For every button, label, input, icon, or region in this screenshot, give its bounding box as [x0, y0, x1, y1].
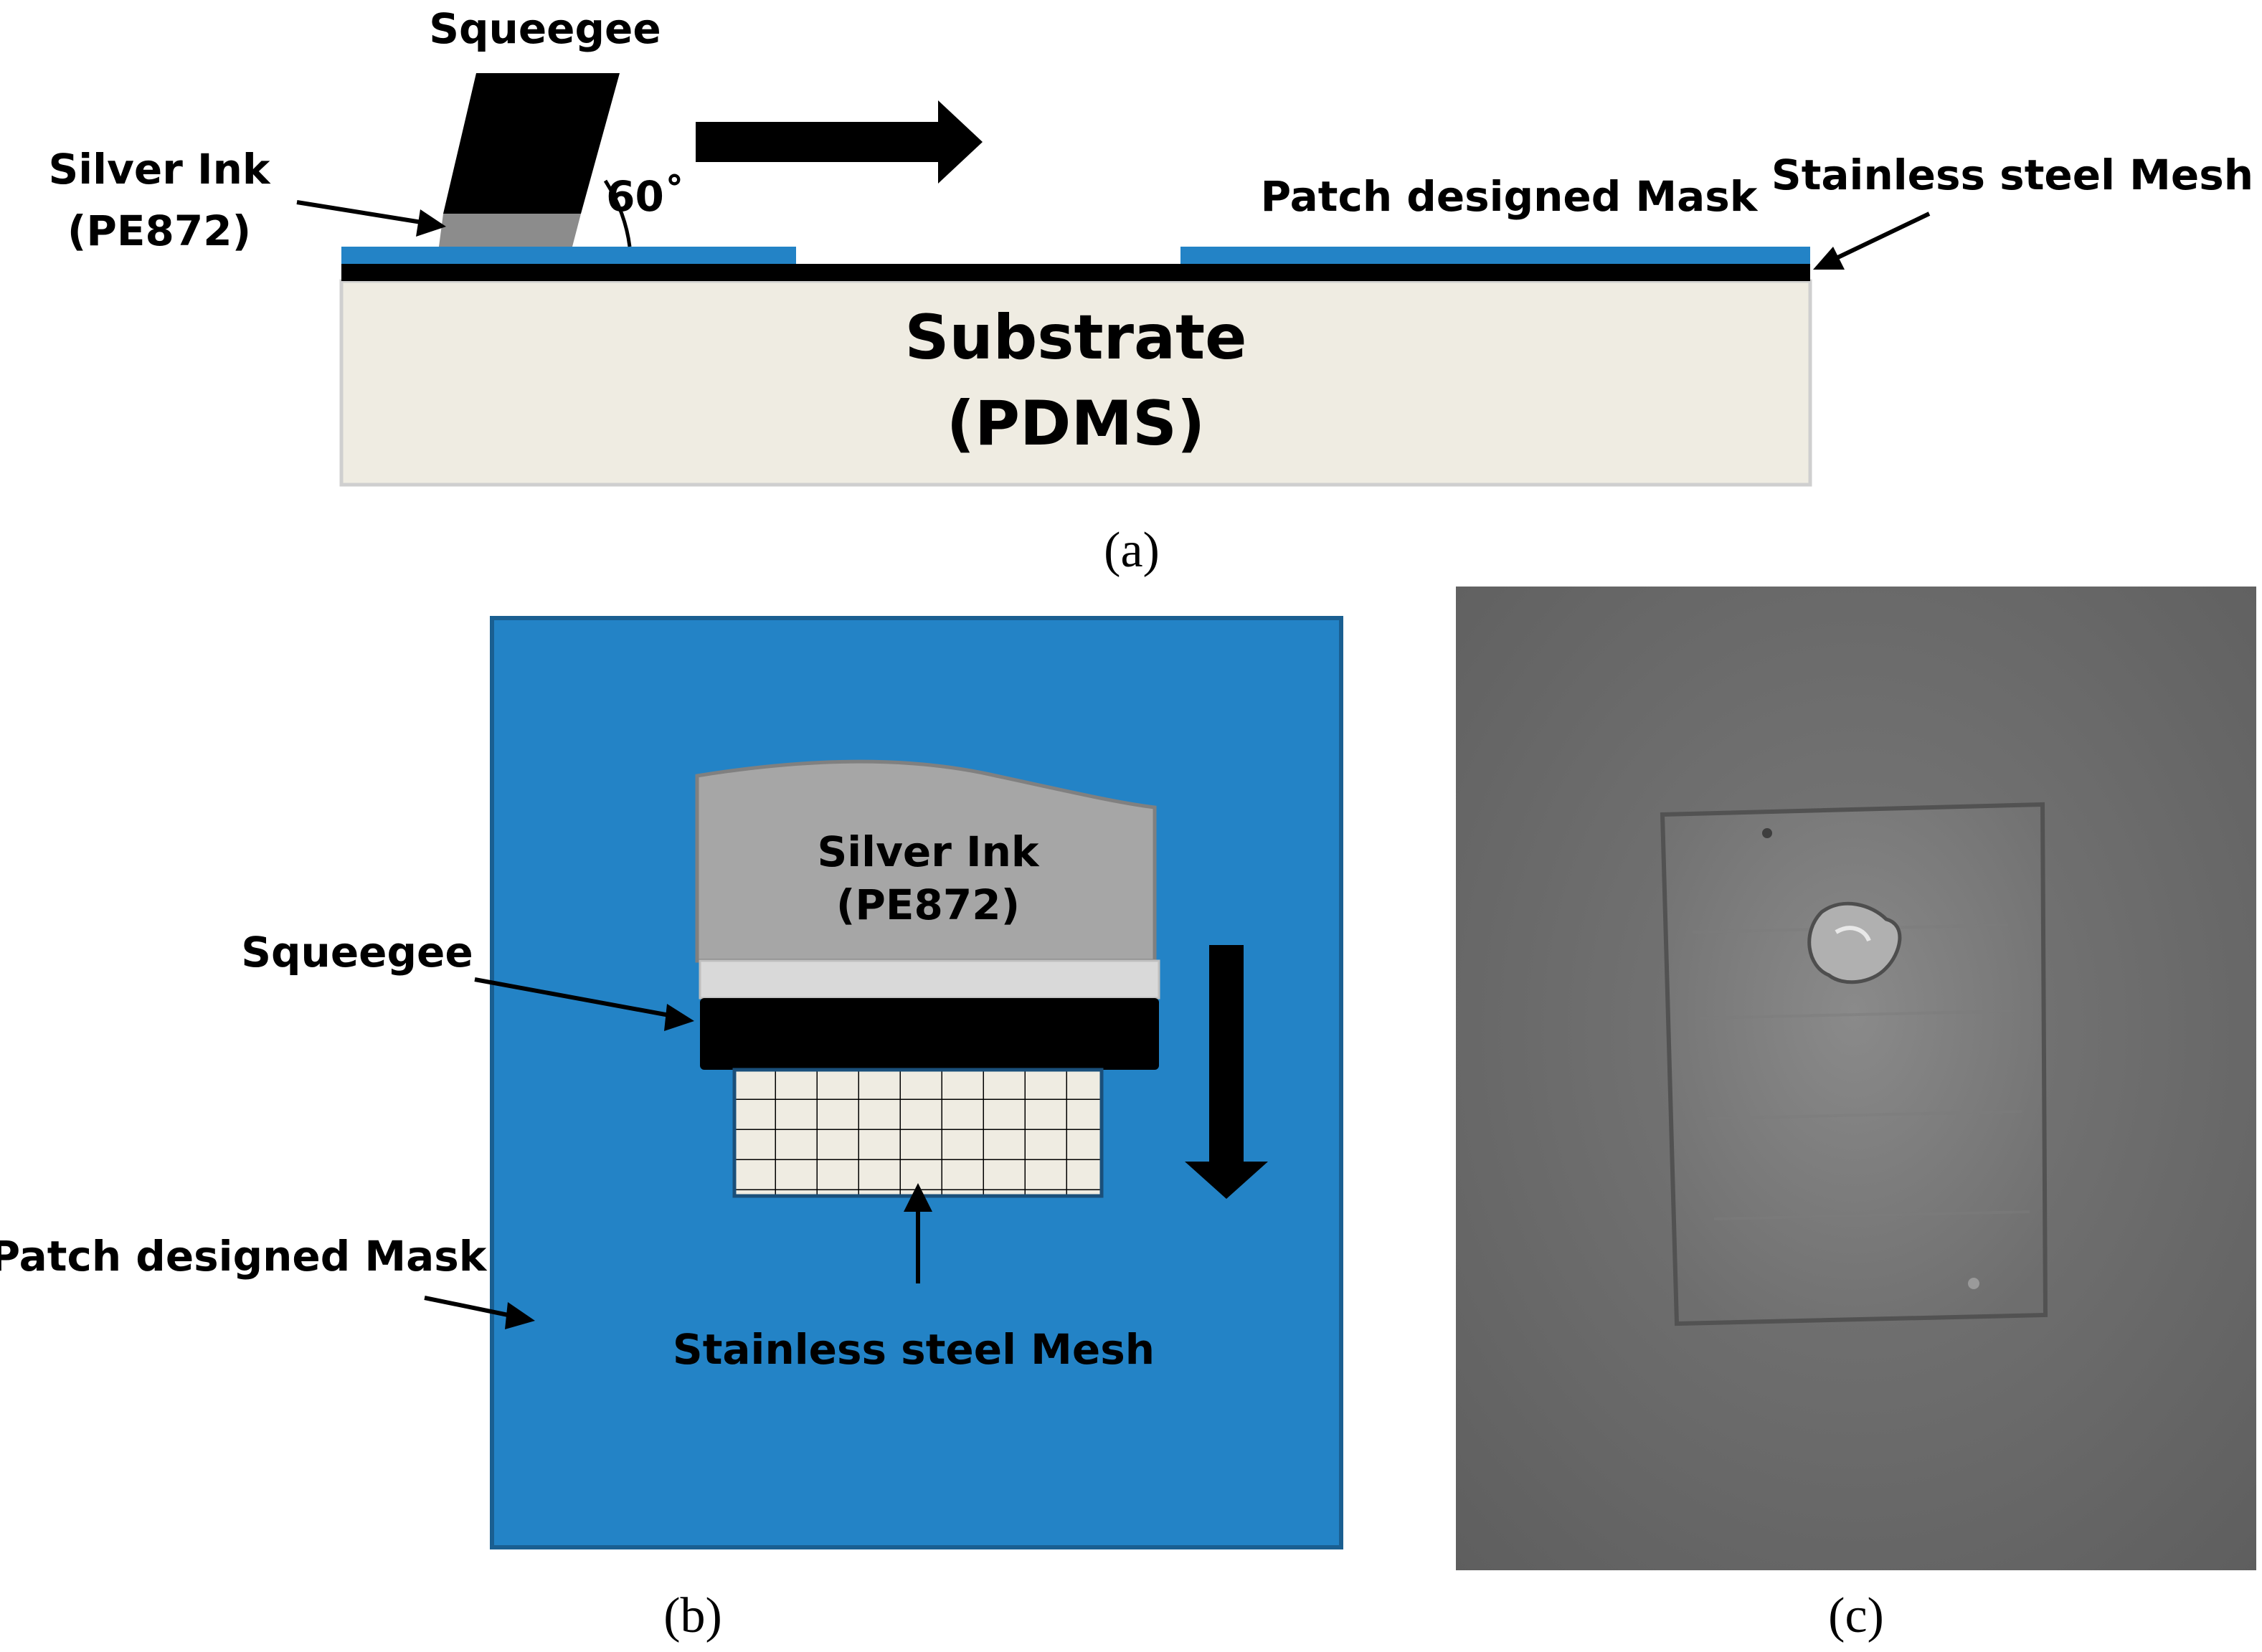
squeegee-pointer [474, 977, 678, 1019]
label-silver-ink-b-1: Silver Ink [818, 827, 1040, 876]
angle-arc [603, 179, 632, 247]
label-substrate-2: (PDMS) [947, 388, 1206, 460]
panel-b: Silver Ink (PE872) Squeegee Patch design… [0, 616, 1343, 1643]
mask-left [341, 247, 796, 264]
label-mask-a: Patch designed Mask [1261, 172, 1759, 221]
silver-blob-highlight [1835, 926, 1871, 942]
label-silver-ink-b-2: (PE872) [836, 880, 1020, 929]
squeegee-pointer-head [664, 1004, 694, 1031]
squeegee-blade-b [700, 998, 1159, 1070]
silver-ink-deposit [439, 214, 581, 247]
mask-right [1180, 247, 1810, 264]
caption-c: (c) [1828, 1588, 1884, 1643]
mesh-band [341, 264, 1810, 281]
mask-pointer [424, 1296, 516, 1319]
speck-2 [1968, 1278, 1979, 1289]
label-mesh-b: Stainless steel Mesh [673, 1325, 1155, 1374]
label-squeegee-a: Squeegee [429, 4, 661, 53]
mask-pointer-head [505, 1302, 535, 1329]
silver-ink-pointer-head [416, 209, 446, 237]
caption-a: (a) [1104, 523, 1160, 578]
panel-c: (c) [1456, 587, 2256, 1643]
direction-arrow-down [1185, 945, 1268, 1199]
label-mesh-a: Stainless steel Mesh [1771, 151, 2253, 199]
mesh-pointer-b-head [904, 1183, 932, 1212]
silver-ink-pointer [296, 200, 431, 226]
caption-b: (b) [663, 1588, 722, 1643]
label-silver-ink-a-1: Silver Ink [49, 145, 271, 194]
squeegee-blade [443, 73, 620, 214]
printed-patch [1660, 802, 2048, 1326]
substrate-block [339, 279, 1812, 487]
panel-a: Squeegee Silver Ink (PE872) 60˚ Patch de… [49, 4, 2254, 578]
label-angle: 60˚ [606, 172, 685, 221]
mesh-grid [732, 1068, 1104, 1198]
label-mask-b: Patch designed Mask [0, 1232, 488, 1281]
direction-arrow-right [696, 100, 983, 184]
mesh-pointer-head [1813, 247, 1845, 270]
speck-1 [1762, 828, 1772, 838]
label-substrate-1: Substrate [905, 302, 1247, 374]
silver-blob [1807, 901, 1902, 984]
squeegee-top-strip [699, 959, 1160, 1000]
silver-ink-reservoir [695, 759, 1157, 963]
mesh-pointer [1826, 212, 1931, 265]
label-squeegee-b: Squeegee [241, 928, 473, 977]
label-silver-ink-a-2: (PE872) [67, 206, 251, 255]
